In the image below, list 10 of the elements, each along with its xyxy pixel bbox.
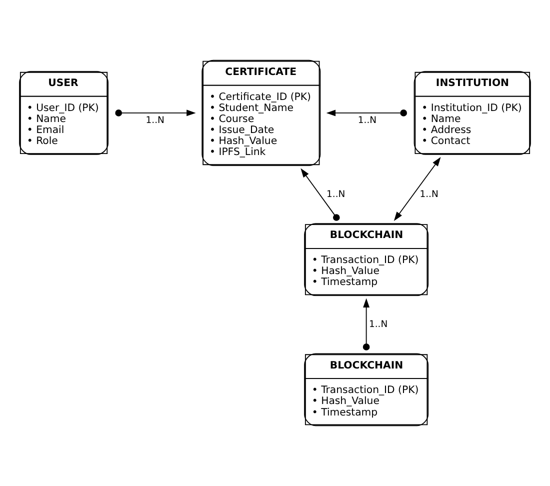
arrow xyxy=(115,110,196,116)
arrow xyxy=(394,157,441,221)
edge-label: 1..N xyxy=(368,318,388,330)
edge-label: 1..N xyxy=(420,188,438,200)
edge-label: 1..N xyxy=(326,188,346,200)
edge-label: 1..N xyxy=(146,115,164,126)
arrow xyxy=(362,298,370,350)
arrow xyxy=(326,110,407,116)
arrow xyxy=(300,168,340,221)
edge-label: 1..N xyxy=(358,115,377,126)
